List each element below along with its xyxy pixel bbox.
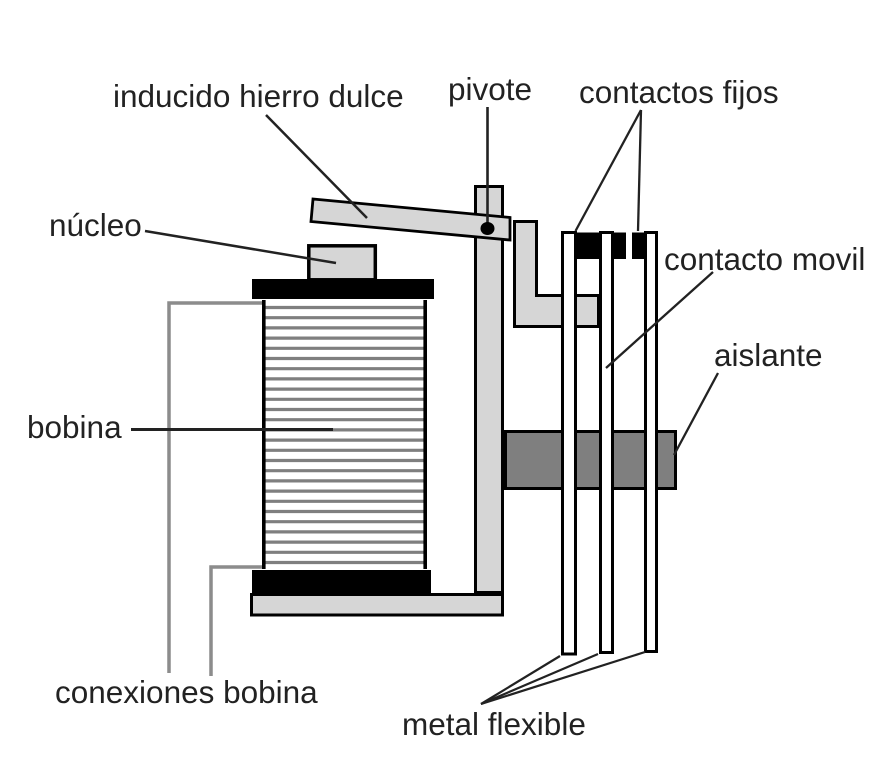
- fixed-contact-left: [577, 232, 599, 259]
- label-metal-flexible: metal flexible: [402, 706, 586, 742]
- leader-nucleo: [144, 229, 337, 265]
- leader-inducido: [265, 114, 368, 219]
- leader-contactos-fijos-1: [574, 109, 643, 232]
- coil-wire-top: [167, 301, 265, 673]
- leader-lines: [131, 107, 720, 706]
- leader-contactos-fijos-2: [636, 109, 643, 232]
- leader-metal-flexible-1: [480, 655, 561, 705]
- label-contacto-movil: contacto movil: [664, 241, 865, 277]
- label-conexiones-bobina: conexiones bobina: [55, 674, 318, 710]
- label-inducido-hierro-dulce: inducido hierro dulce: [113, 78, 404, 114]
- moving-contact-pad: [614, 232, 626, 259]
- label-bobina: bobina: [27, 409, 122, 445]
- leader-metal-flexible-3: [480, 650, 646, 706]
- contact-strip-right: [644, 231, 658, 653]
- leader-contacto-movil: [605, 271, 714, 369]
- contact-strip-left: [561, 231, 577, 656]
- pivot-post: [474, 185, 504, 594]
- coil-fill: [262, 300, 427, 569]
- base-plate: [250, 593, 504, 617]
- label-nucleo: núcleo: [49, 207, 142, 243]
- coil-body: [261, 300, 428, 569]
- leader-metal-flexible-2: [480, 652, 599, 706]
- label-contactos-fijos: contactos fijos: [579, 74, 779, 110]
- label-pivote: pivote: [448, 71, 532, 107]
- armature-bar: [309, 197, 512, 242]
- coil-windings: [265, 305, 424, 565]
- labels: inducido hierro dulce pivote contactos f…: [27, 71, 865, 742]
- leader-aislante: [672, 372, 720, 456]
- pivot-dot: [480, 222, 495, 235]
- pusher-arm: [513, 220, 600, 328]
- fixed-contact-right: [632, 232, 644, 259]
- coil-wire-bottom: [209, 565, 265, 676]
- contact-strip-middle: [599, 231, 614, 654]
- coil-bottom-plate: [252, 570, 431, 593]
- label-aislante: aislante: [714, 337, 823, 373]
- core-block: [307, 244, 378, 282]
- coil-top-plate: [252, 279, 434, 299]
